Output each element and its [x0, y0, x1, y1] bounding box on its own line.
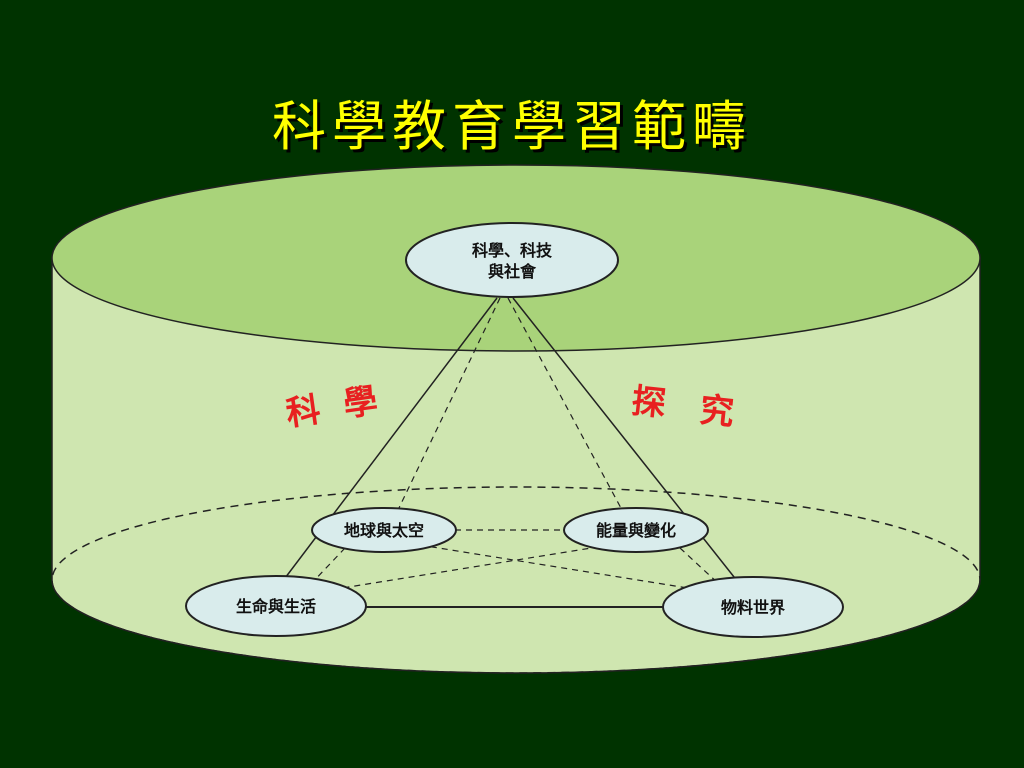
edge-apex-life [275, 297, 498, 591]
node-top-line1: 科學、科技 [472, 241, 553, 260]
label-xue: 學 [341, 381, 380, 425]
edge-energy-matter [679, 547, 721, 586]
node-science-technology-society: 科學、科技 與社會 [405, 222, 619, 298]
edge-apex-energy [507, 297, 623, 511]
label-tan: 探 [630, 381, 668, 424]
edge-energy-life [329, 544, 611, 591]
node-life-living: 生命與生活 [185, 575, 367, 637]
node-top-line2: 與社會 [488, 262, 537, 281]
node-material-world-label: 物料世界 [721, 598, 785, 617]
node-earth-space: 地球與太空 [311, 507, 457, 553]
node-material-world: 物料世界 [662, 576, 844, 638]
node-energy-change-label: 能量與變化 [596, 521, 676, 540]
label-ke: 科 [284, 390, 323, 434]
node-energy-change: 能量與變化 [563, 507, 709, 553]
node-earth-space-label: 地球與太空 [344, 521, 424, 540]
edge-earth-life [309, 547, 346, 586]
edge-earth-matter [419, 544, 701, 591]
label-jiu: 究 [698, 390, 736, 433]
cylinder-base-dashed [51, 486, 981, 674]
node-life-living-label: 生命與生活 [236, 597, 316, 616]
page-title: 科學教育學習範疇 [272, 95, 752, 158]
